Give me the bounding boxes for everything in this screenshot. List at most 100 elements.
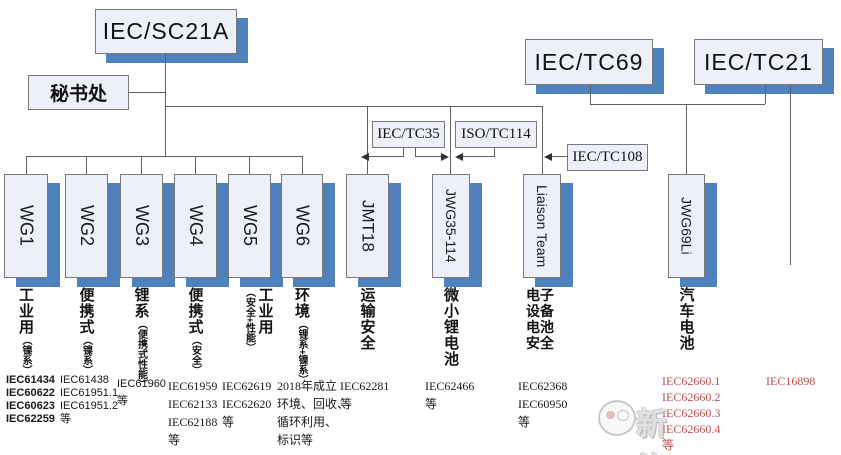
standard-item: 等 — [222, 415, 235, 429]
connector-line — [494, 148, 495, 157]
group-box-label: JWG35-114 — [443, 189, 459, 263]
connector-line — [302, 156, 303, 174]
group-scope-sub: （锂系+镍系） — [296, 319, 307, 385]
group-scope-label: 微小锂电池 — [442, 287, 459, 397]
standard-item: 等 — [168, 433, 181, 447]
node-label: ISO/TC114 — [461, 126, 531, 142]
group-box-wg1: WG1 — [4, 174, 48, 278]
standard-item: IEC61434 — [6, 374, 55, 386]
group-scope-main: 便携式 — [186, 287, 204, 335]
standard-item: IEC60950 — [518, 397, 568, 411]
standard-item: IEC62660.4 — [662, 422, 721, 436]
connector-line — [790, 85, 791, 265]
standard-item: IEC60622 — [6, 387, 55, 399]
node-label: 秘书处 — [49, 84, 107, 105]
connector-line — [590, 104, 765, 105]
connector-line — [195, 156, 196, 174]
group-box-wg3: WG3 — [120, 174, 163, 278]
group-scope-main: 工业用 — [17, 287, 34, 335]
node-label: IEC/TC35 — [377, 126, 440, 142]
connector-line — [141, 156, 142, 174]
group-box-label: WG6 — [292, 205, 313, 247]
standard-item: 等 — [60, 413, 71, 425]
standard-item: IEC61951.1 — [60, 387, 119, 399]
group-box-label: WG5 — [240, 205, 260, 247]
standard-item: 等 — [662, 438, 675, 452]
connector-line — [165, 106, 542, 107]
standard-item: IEC62466 — [425, 379, 475, 393]
group-box-label: WG4 — [186, 205, 206, 247]
group-box-label: WG2 — [77, 205, 97, 247]
connector-line — [86, 156, 87, 174]
group-box-label: WG1 — [16, 205, 37, 247]
group-scope-label: 环境（锂系+镍系） — [293, 287, 310, 397]
group-scope-main: 锂系 — [132, 287, 150, 319]
group-scope-label: 电子设备电池安全 — [526, 287, 554, 351]
standard-item: 环境、回收、 — [277, 397, 350, 411]
connector-line — [686, 104, 687, 174]
group-standards-list: IEC61960 等 — [117, 376, 166, 410]
standard-item: IEC62259 — [6, 413, 55, 425]
group-scope-sub: （安全+性能） — [243, 287, 255, 353]
connector-line — [552, 156, 568, 157]
standard-item: 2018年成立 — [277, 379, 338, 393]
node-secretariat: 秘书处 — [28, 75, 129, 110]
group-box-wg4: WG4 — [174, 174, 217, 278]
connector-line — [403, 148, 404, 157]
group-scope-label: 锂系（便携式性能） — [132, 287, 150, 397]
panda-logo-icon — [598, 400, 636, 436]
standard-item: IEC61951.2 — [60, 400, 119, 412]
standard-item: IEC62660.3 — [662, 406, 721, 420]
standard-item: 等 — [518, 415, 531, 429]
standard-item: IEC62620 — [222, 397, 272, 411]
red-note: IEC16898 — [766, 374, 816, 388]
node-label: IEC/TC108 — [572, 149, 643, 165]
connector-line — [542, 106, 543, 174]
group-scope-main: 运输安全 — [358, 287, 376, 351]
standard-item: IEC61960 — [117, 378, 166, 390]
node-iec-tc69: IEC/TC69 — [525, 39, 653, 85]
connector-line — [165, 53, 166, 156]
connector-line — [415, 148, 416, 157]
node-iec-tc108: IEC/TC108 — [567, 144, 648, 171]
node-label: IEC/TC21 — [704, 48, 813, 75]
connector-line — [26, 156, 27, 174]
group-scope-main: 工业用 — [256, 287, 274, 335]
standard-item: 标识等 — [277, 433, 314, 447]
arrow-left-icon — [455, 153, 463, 161]
node-iso-tc114: ISO/TC114 — [455, 121, 537, 148]
standard-item: IEC62188 — [168, 415, 218, 429]
standard-item: IEC61959 — [168, 379, 218, 393]
arrow-right-icon — [441, 153, 449, 161]
node-label: IEC/TC69 — [534, 48, 644, 75]
group-scope-label: 工业用（安全+性能） — [241, 287, 274, 397]
standard-item: IEC62281 — [340, 379, 390, 393]
standard-item: IEC61438 — [60, 374, 109, 386]
connector-line — [590, 85, 591, 104]
connector-line — [415, 156, 442, 157]
group-scope-sub: （便携式性能） — [135, 319, 147, 389]
standard-item: 等 — [425, 397, 438, 411]
standard-item: IEC62368 — [518, 379, 568, 393]
standard-item: IEC62660.1 — [662, 374, 721, 388]
group-scope-label: 便携式（镍系） — [78, 287, 95, 397]
group-box-label: JWG69Li — [678, 197, 695, 255]
standard-item: 循环利用、 — [277, 415, 338, 429]
group-standards-list: IEC62466 等 — [425, 377, 474, 413]
standard-item: IEC62619 — [222, 379, 272, 393]
connector-line — [368, 156, 403, 157]
connector-line — [765, 85, 766, 104]
standard-item: 等 — [117, 395, 128, 407]
connector-line — [129, 92, 165, 93]
group-box-wg2: WG2 — [65, 174, 108, 278]
arrow-left-icon — [361, 153, 369, 161]
connector-line — [450, 106, 451, 174]
group-box-jmt18: JMT18 — [346, 174, 389, 278]
